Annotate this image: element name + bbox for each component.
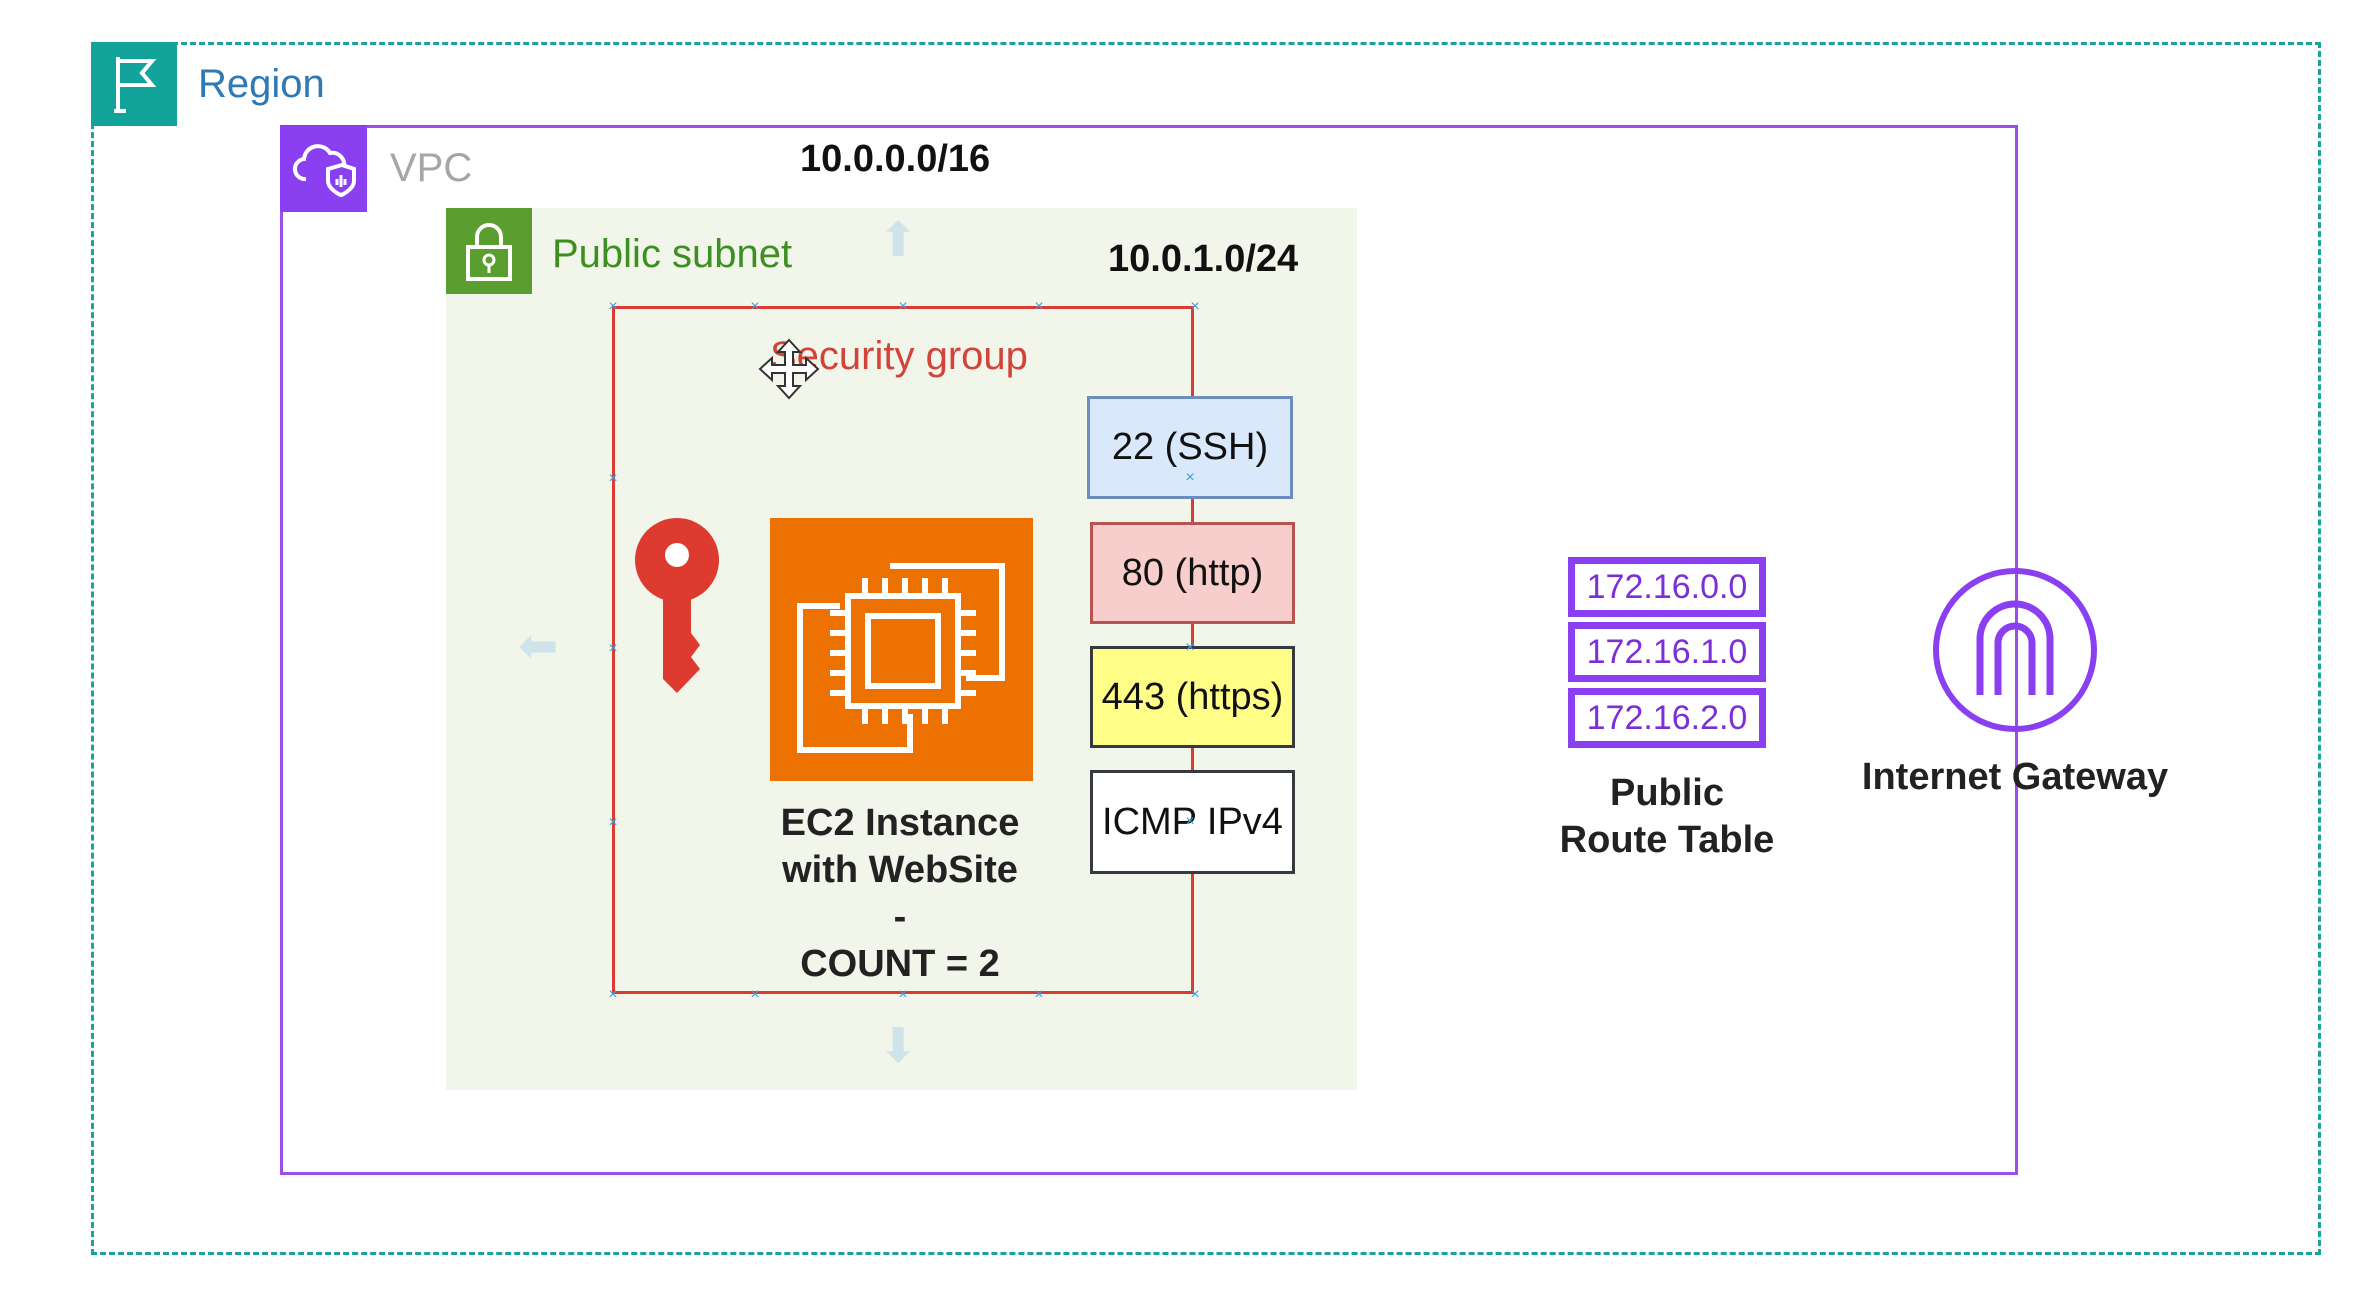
arrow-left-hint-icon: ⬅ [518, 620, 559, 673]
subnet-cidr: 10.0.1.0/24 [1108, 238, 1299, 280]
arrow-up-hint-icon: ⬆ [878, 214, 919, 267]
resize-handle[interactable]: × [1190, 986, 1200, 1003]
flag-icon [91, 42, 177, 126]
vpc-label: VPC [390, 146, 473, 190]
vpc-cidr: 10.0.0.0/16 [800, 138, 991, 180]
move-cursor-icon [758, 338, 820, 405]
route-table-label-line: Public [1609, 772, 1725, 814]
vpc-container[interactable] [280, 125, 2018, 1175]
route-table-entry[interactable]: 172.16.1.0 [1568, 622, 1766, 682]
gateway-arch-icon[interactable] [1932, 567, 2098, 733]
route-table-entry[interactable]: 172.16.0.0 [1568, 557, 1766, 617]
resize-handle[interactable]: × [1034, 986, 1044, 1003]
resize-handle[interactable]: × [750, 986, 760, 1003]
connection-point[interactable]: × [1185, 469, 1195, 486]
ec2-label-line: with WebSite [782, 849, 1018, 891]
arrow-down-hint-icon: ⬇ [878, 1020, 919, 1073]
resize-handle[interactable]: × [1034, 298, 1044, 315]
port-http[interactable]: 80 (http) [1090, 522, 1295, 624]
resize-handle[interactable]: × [1190, 298, 1200, 315]
resize-handle[interactable]: × [608, 298, 618, 315]
route-table-label: Public Route Table [1520, 770, 1814, 864]
ec2-instance-label: EC2 Instance with WebSite - COUNT = 2 [700, 800, 1100, 988]
port-icmp[interactable]: ICMP IPv4 [1090, 770, 1295, 874]
resize-handle[interactable]: × [898, 986, 908, 1003]
port-https[interactable]: 443 (https) [1090, 646, 1295, 748]
region-label: Region [198, 62, 325, 106]
subnet-label: Public subnet [552, 232, 793, 276]
resize-handle[interactable]: × [608, 814, 618, 831]
lock-icon [446, 208, 532, 294]
route-table-entry[interactable]: 172.16.2.0 [1568, 688, 1766, 748]
ec2-label-line: - [893, 896, 907, 938]
port-ssh[interactable]: 22 (SSH) [1087, 396, 1293, 499]
route-table-label-line: Route Table [1559, 819, 1775, 861]
ec2-label-line: COUNT = 2 [800, 943, 1000, 985]
connection-point[interactable]: × [1185, 813, 1195, 830]
ec2-label-line: EC2 Instance [780, 802, 1020, 844]
connection-point[interactable]: × [1185, 639, 1195, 656]
resize-handle[interactable]: × [898, 298, 908, 315]
resize-handle[interactable]: × [608, 640, 618, 657]
resize-handle[interactable]: × [608, 470, 618, 487]
cloud-shield-icon [280, 125, 367, 212]
key-icon[interactable] [630, 515, 725, 705]
internet-gateway-label: Internet Gateway [1861, 756, 2169, 798]
region-container[interactable] [91, 42, 2321, 1255]
ec2-chip-icon[interactable] [770, 518, 1033, 781]
resize-handle[interactable]: × [750, 298, 760, 315]
resize-handle[interactable]: × [608, 986, 618, 1003]
